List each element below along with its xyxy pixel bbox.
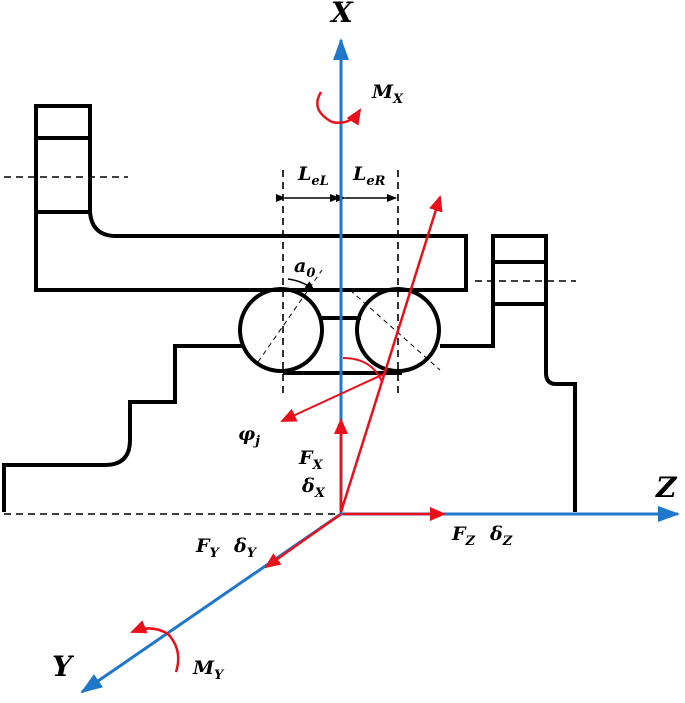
a0-label: a0	[294, 255, 315, 281]
dy-label: δY	[233, 535, 258, 561]
fz-label: FZ	[451, 523, 476, 549]
x-axis-label: X	[329, 0, 354, 29]
fx-label: FX	[298, 447, 324, 473]
contact-angle-arrow	[280, 372, 387, 422]
dx-label: δX	[301, 475, 326, 501]
moment-arrows	[130, 91, 362, 673]
z-axis-label: Z	[655, 471, 678, 504]
y-axis-label: Y	[52, 650, 75, 683]
mx-moment-arc	[316, 91, 362, 126]
force-arrows	[264, 195, 446, 569]
dz-label: δZ	[489, 523, 513, 549]
contact-angle-arc	[342, 357, 383, 383]
inner-ring-part	[2, 234, 577, 512]
mx-label: MX	[371, 81, 404, 107]
my-moment-arc	[130, 620, 180, 673]
phij-label: φj	[238, 423, 260, 449]
resultant-force-arrow	[339, 195, 443, 513]
dimension-lines	[276, 170, 399, 395]
fy-arrow	[264, 512, 342, 569]
left-ball	[238, 287, 324, 373]
my-label: MY	[192, 657, 225, 683]
fy-label: FY	[195, 535, 221, 561]
outer-ring-part	[4, 104, 468, 292]
rolling-balls	[238, 269, 441, 373]
ler-label: LeR	[352, 163, 386, 189]
right-ball	[355, 287, 441, 373]
lel-label: LeL	[297, 163, 329, 189]
